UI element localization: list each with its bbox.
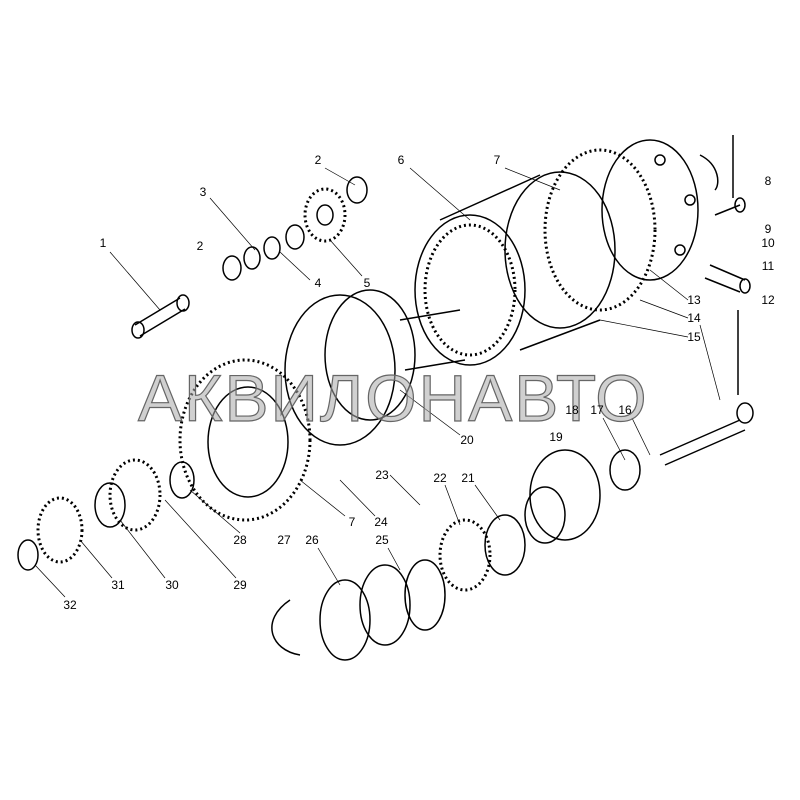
callout-20: 20 — [460, 433, 474, 447]
plug-part-11 — [704, 264, 751, 294]
callout-31: 31 — [111, 578, 125, 592]
callout-7b: 7 — [348, 515, 356, 529]
leader-lines — [34, 167, 721, 598]
washers-part-2-3-4 — [222, 176, 368, 281]
carrier-part-7 — [543, 139, 699, 312]
callout-15: 15 — [687, 330, 701, 344]
pin-part-1 — [131, 294, 190, 339]
callout-2b: 2 — [196, 239, 204, 253]
bolt-part-9 — [714, 197, 746, 216]
ring-gear-part-6 — [414, 171, 616, 366]
callout-2: 2 — [314, 153, 322, 167]
callout-4: 4 — [314, 276, 322, 290]
callout-23: 23 — [375, 468, 389, 482]
sun-gear-part-29 — [94, 458, 195, 532]
callout-19: 19 — [549, 430, 563, 444]
callout-26: 26 — [305, 533, 319, 547]
callout-22: 22 — [433, 471, 447, 485]
callout-28: 28 — [233, 533, 247, 547]
callout-6: 6 — [397, 153, 405, 167]
callout-12: 12 — [761, 293, 775, 307]
wires-part-8-12 — [732, 135, 739, 395]
callout-8: 8 — [764, 174, 772, 188]
callout-5: 5 — [363, 276, 371, 290]
rotation-arrow — [271, 154, 719, 656]
callout-14: 14 — [687, 311, 701, 325]
planet-carrier-housing — [284, 289, 466, 446]
gear-part-31-32 — [17, 496, 84, 571]
hub-part-16 — [524, 449, 641, 544]
callout-17: 17 — [590, 403, 604, 417]
satellite-gear-part-5 — [303, 187, 347, 243]
bolt-part-14 — [659, 402, 754, 466]
ring-gear-part-27 — [178, 358, 312, 522]
callout-13: 13 — [687, 293, 701, 307]
watermark: АКВИЛОНАВТО — [137, 360, 649, 435]
bearing-part-26 — [319, 559, 446, 661]
callout-16: 16 — [618, 403, 632, 417]
callout-24: 24 — [374, 515, 388, 529]
callout-29: 29 — [233, 578, 247, 592]
callout-32: 32 — [63, 598, 77, 612]
callout-1: 1 — [99, 236, 107, 250]
callout-27: 27 — [277, 533, 291, 547]
callout-18: 18 — [565, 403, 579, 417]
gears-part-21-22 — [438, 514, 526, 592]
callout-11: 11 — [761, 259, 775, 273]
callout-9: 9 — [764, 222, 772, 236]
callout-25: 25 — [375, 533, 389, 547]
callout-3: 3 — [199, 185, 207, 199]
callout-10: 10 — [761, 236, 775, 250]
callout-21: 21 — [461, 471, 475, 485]
callout-7: 7 — [493, 153, 501, 167]
callout-30: 30 — [165, 578, 179, 592]
